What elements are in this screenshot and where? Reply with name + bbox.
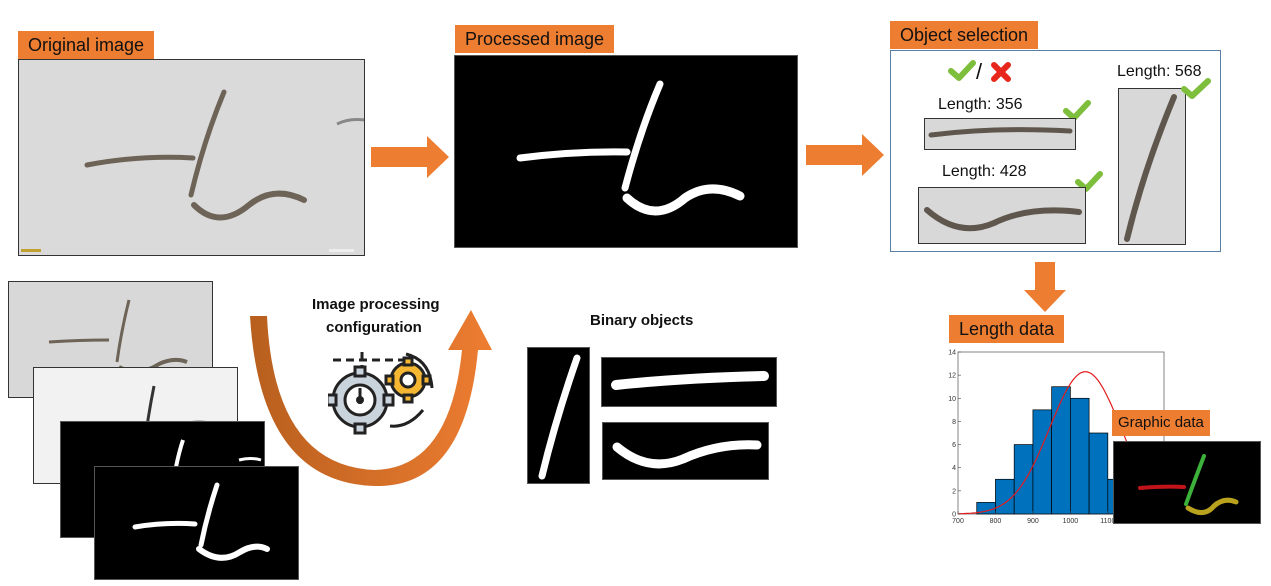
check-icon [1075,171,1103,192]
histogram-bar [1088,432,1109,515]
config-title-line2: configuration [326,319,422,336]
length-data-label: Length data [949,315,1065,343]
arrow-right-1 [371,136,449,178]
y-tick-label: 4 [952,465,956,472]
y-tick-label: 6 [952,442,956,449]
x-tick-label: 900 [1027,518,1039,525]
original-image [18,59,365,256]
legend-separator: / [976,59,983,84]
object-crop [924,118,1076,150]
binary-object [602,422,769,480]
binary-object [601,357,777,407]
stack-image-4 [94,466,299,580]
histogram-bar [1070,397,1090,515]
x-tick-label: 1100 [1100,518,1115,525]
x-tick-label: 800 [990,518,1002,525]
object-length-label: Length: 356 [938,96,1023,113]
histogram-bar [1032,409,1052,515]
gears-icon [328,352,434,435]
y-tick-label: 14 [948,350,956,357]
y-tick-label: 0 [952,512,956,519]
binary-objects-title: Binary objects [590,312,694,329]
object-crop [918,187,1086,244]
y-tick-label: 10 [948,396,956,403]
original-image-label: Original image [18,31,155,59]
processed-image-label: Processed image [455,25,615,53]
x-tick-label: 1000 [1063,518,1079,525]
histogram-bar [995,478,1015,515]
y-tick-label: 8 [952,419,956,426]
processed-image [454,55,798,248]
graphic-data-image [1113,441,1261,524]
arrow-right-2 [806,134,884,176]
cross-icon [991,62,1011,82]
object-length-label: Length: 568 [1117,63,1202,80]
binary-worms [516,80,745,216]
object-crop [1118,88,1186,245]
y-tick-label: 2 [952,488,956,495]
curved-arrow [250,310,492,487]
object-length-label: Length: 428 [942,163,1027,180]
y-tick-label: 12 [948,373,956,380]
object-selection-panel: / Length: 356 Length: 428 Length: 568 [890,50,1221,252]
graphic-data-label: Graphic data [1112,410,1210,436]
x-tick-label: 700 [952,518,964,525]
object-selection-label: Object selection [890,21,1039,49]
histogram-bar [1013,444,1034,515]
binary-object [527,347,590,484]
config-title-line1: Image processing [312,296,440,313]
check-icon [948,60,976,81]
histogram-bar [1051,386,1071,515]
check-icon [1181,78,1211,99]
worm-micrograph [19,60,364,255]
arrow-down [1024,262,1066,312]
